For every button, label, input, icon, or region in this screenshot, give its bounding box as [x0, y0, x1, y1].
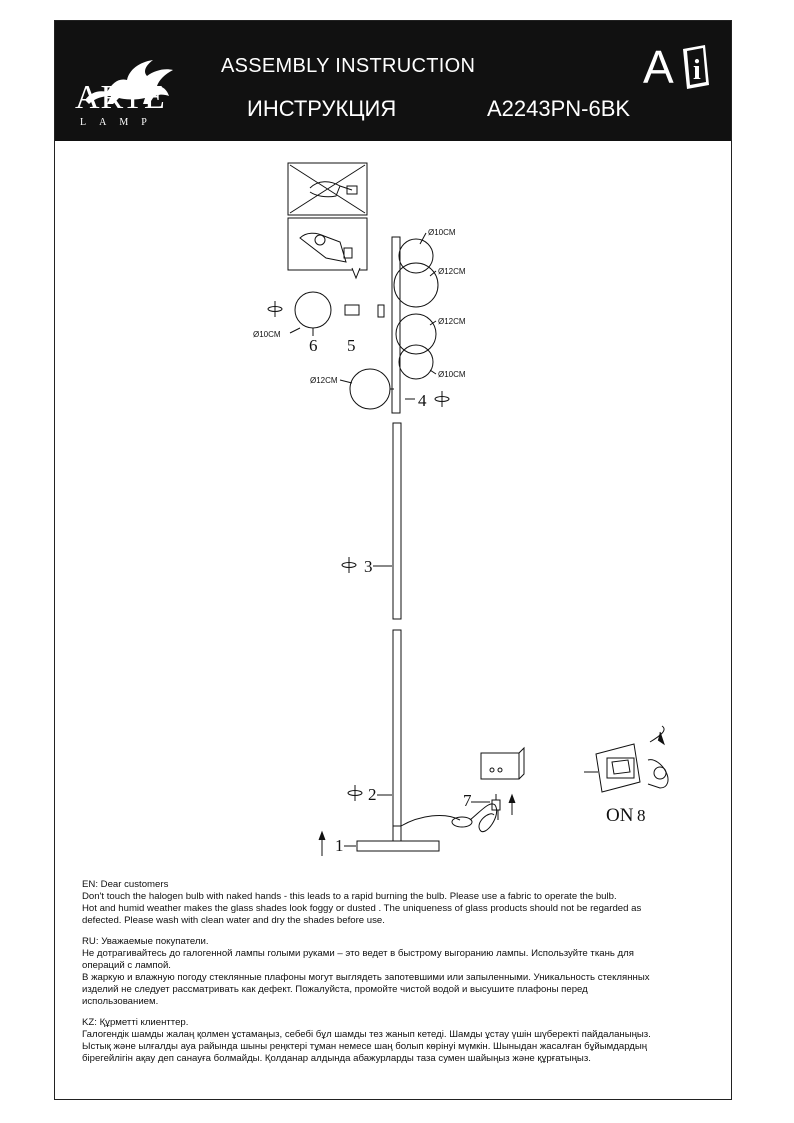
instructions-en: EN: Dear customers Don't touch the halog…: [82, 879, 712, 927]
power-cable: [400, 803, 498, 833]
warning-panel-use-fabric: [287, 217, 368, 280]
griffin-logo-icon: [85, 60, 173, 104]
badge-letter: A: [643, 41, 674, 93]
page-frame: [54, 20, 732, 1100]
globe-2: [393, 262, 439, 308]
globe-loose-6: [294, 291, 332, 329]
title-en: ASSEMBLY INSTRUCTION: [221, 55, 476, 77]
globe-3: [395, 313, 437, 355]
kz-line: Галогендік шамды жалаң қолмен ұстамаңыз,…: [82, 1029, 651, 1040]
title-ru: ИНСТРУКЦИЯ: [247, 96, 397, 121]
en-line: defected. Please wash with clean water a…: [82, 915, 385, 926]
on-label: ON: [606, 805, 634, 826]
model-number: A2243PN-6BK: [487, 96, 631, 121]
dim-label-6: Ø10CM: [253, 330, 281, 339]
ru-line: RU: Уважаемые покупатели.: [82, 936, 209, 947]
part-number-7: 7: [463, 791, 472, 810]
dim-label-1: Ø10CM: [428, 228, 456, 237]
en-line: EN: Dear customers: [82, 879, 169, 890]
kz-line: KZ: Құрметті клиенттер.: [82, 1017, 189, 1028]
ru-line: Не дотрагивайтесь до галогенной лампы го…: [82, 948, 634, 959]
info-badge: A i: [643, 35, 723, 100]
instructions-ru: RU: Уважаемые покупатели. Не дотрагивайт…: [82, 936, 712, 1008]
badge-info-letter: i: [693, 55, 701, 86]
pole-segment-middle: [392, 422, 402, 620]
bulb-5: [344, 304, 360, 316]
assembly-diagram: Ø10CM Ø12CM Ø12CM Ø10CM Ø12CM Ø10CM 1 2 …: [253, 162, 669, 856]
dim-label-5: Ø12CM: [310, 376, 338, 385]
plug-icon: [491, 794, 501, 820]
pole-segment-top: [391, 236, 401, 414]
part-number-4: 4: [418, 391, 427, 410]
globe-1: [398, 238, 434, 274]
info-book-icon: i: [683, 45, 709, 89]
on-switch-illustration: [584, 725, 669, 793]
globe-4: [398, 344, 434, 380]
dim-label-2: Ø12CM: [438, 267, 466, 276]
instructions-text: EN: Dear customers Don't touch the halog…: [82, 879, 712, 1074]
kz-line: Ыстық және ылғалды ауа райында шыны реңк…: [82, 1041, 648, 1052]
part-number-6: 6: [309, 336, 318, 355]
en-line: Don't touch the halogen bulb with naked …: [82, 891, 617, 902]
ru-line: использованием.: [82, 996, 159, 1007]
part-number-8: 8: [637, 806, 646, 825]
part-number-3: 3: [364, 557, 373, 576]
part-number-5: 5: [347, 336, 356, 355]
warning-panel-dont-touch: [287, 162, 368, 216]
brand-subtitle: LAMP: [80, 117, 160, 128]
rotate-arrow-icon: [267, 301, 516, 856]
kz-line: бірегейлігін ақау деп санауға болмайды. …: [82, 1053, 591, 1064]
pole-segment-bottom: [392, 629, 402, 827]
dim-label-4: Ø10CM: [438, 370, 466, 379]
lamp-base: [356, 840, 440, 852]
ru-line: изделий не следует рассматривать как деф…: [82, 984, 588, 995]
part-number-1: 1: [335, 836, 344, 855]
part-number-2: 2: [368, 785, 377, 804]
ru-line: В жаркую и влажную погоду стеклянные пла…: [82, 972, 650, 983]
globe-5: [349, 368, 391, 410]
brand-name: ARTE: [75, 79, 166, 116]
header-bar: ARTE LAMP ASSEMBLY INSTRUCTION ИНСТРУКЦИ…: [55, 21, 731, 141]
instructions-kz: KZ: Құрметті клиенттер. Галогендік шамды…: [82, 1017, 712, 1065]
power-socket: [480, 752, 520, 780]
dim-label-3: Ø12CM: [438, 317, 466, 326]
en-line: Hot and humid weather makes the glass sh…: [82, 903, 642, 914]
foot-switch: [451, 816, 473, 828]
ru-line: операций с лампой.: [82, 960, 171, 971]
